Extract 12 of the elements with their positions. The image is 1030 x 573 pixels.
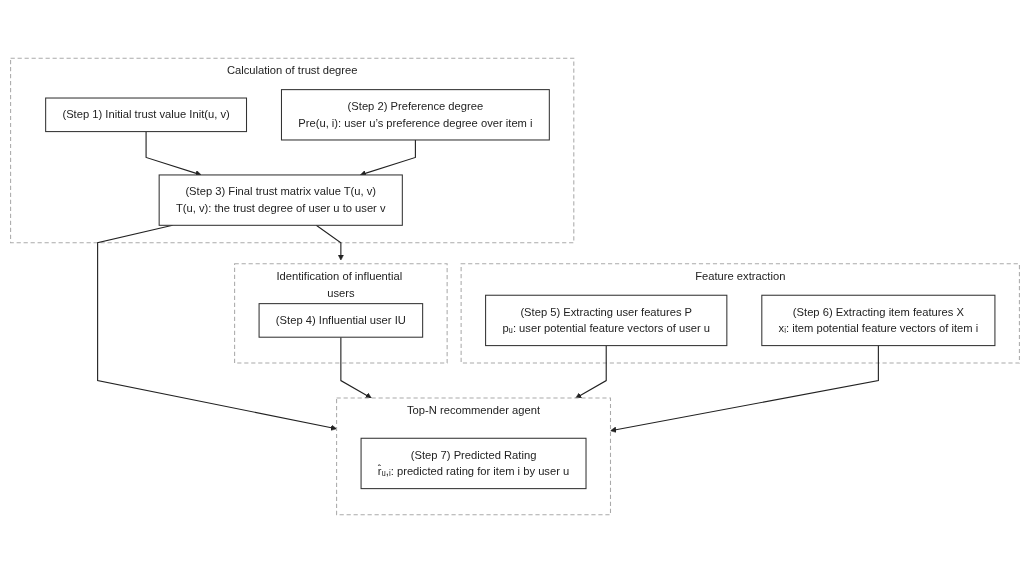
arrow: [575, 345, 607, 399]
node-box: (Step 3) Final trust matrix value T(u, v) T(u, v): the trust degree of user u to user v: [158, 174, 403, 226]
node-box: (Step 2) Preference degree Pre(u, i): user u’s preference degree over item i: [280, 89, 550, 141]
node-box: (Step 1) Initial trust value Init(u, v): [45, 97, 248, 133]
arrow: [97, 224, 337, 431]
arrow: [610, 345, 879, 433]
node-box: (Step 6) Extracting item features X xᵢ: item potential feature vectors of item i: [761, 294, 996, 347]
node-box: (Step 4) Influential user IU: [258, 303, 424, 338]
node-box: (Step 7) Predicted Rating r̂ᵤ,ᵢ: predicted rating for item i by user u: [360, 437, 587, 490]
arrow: [340, 336, 372, 399]
node-box: (Step 5) Extracting user features P pᵤ: user potential feature vectors of user u: [485, 294, 728, 347]
arrow: [315, 224, 344, 261]
